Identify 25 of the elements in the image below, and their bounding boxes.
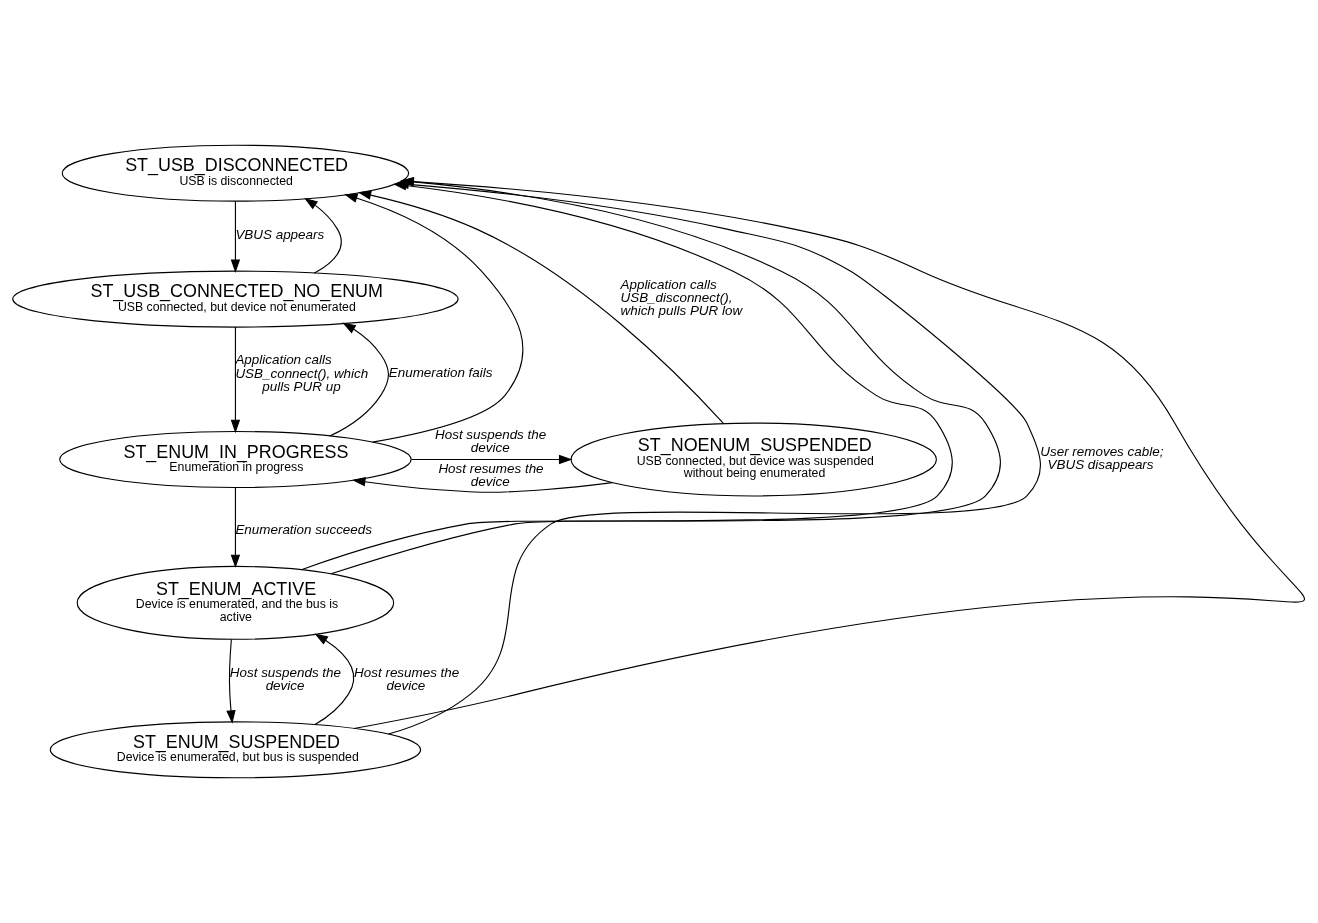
edge-label: VBUS appears [235,226,325,242]
edge-label: Enumeration fails [388,365,493,381]
edge-label: Application calls USB_connect(), which pulls PUR up [235,352,369,395]
node-ellipse: ST_NOENUM_SUSPENDED USB connected, but device was suspended without being enumerated [570,422,937,497]
edge-label: Host resumes the device [438,460,544,489]
arrow [226,638,236,724]
arrow [352,477,614,493]
arrow [230,486,241,569]
arrow [344,193,524,443]
edge-label: Application calls USB_disconnect(), which pulls PUR low [620,276,743,319]
edge-label: Host resumes the device [354,664,460,694]
edge-label: User removes cable; VBUS disappears [1040,443,1164,473]
arrow [357,190,724,424]
edge-label: Host suspends the device [229,664,341,694]
arrow [230,200,241,273]
node-ellipse: ST_USB_CONNECTED_NO_ENUM USB connected, but device not enumerated [12,270,459,328]
arrow [329,322,389,437]
edge-label: Enumeration succeeds [235,521,372,537]
node-ellipse: ST_ENUM_SUSPENDED Device is enumerated, but bus is suspended [49,721,422,779]
arrow [410,454,573,465]
edge-label: Host suspends the device [435,426,547,456]
node-ellipse: ST_ENUM_ACTIVE Device is enumerated, and the bus is active [76,565,395,640]
arrow [304,197,342,274]
arrow [230,326,241,434]
arrow [314,633,355,726]
